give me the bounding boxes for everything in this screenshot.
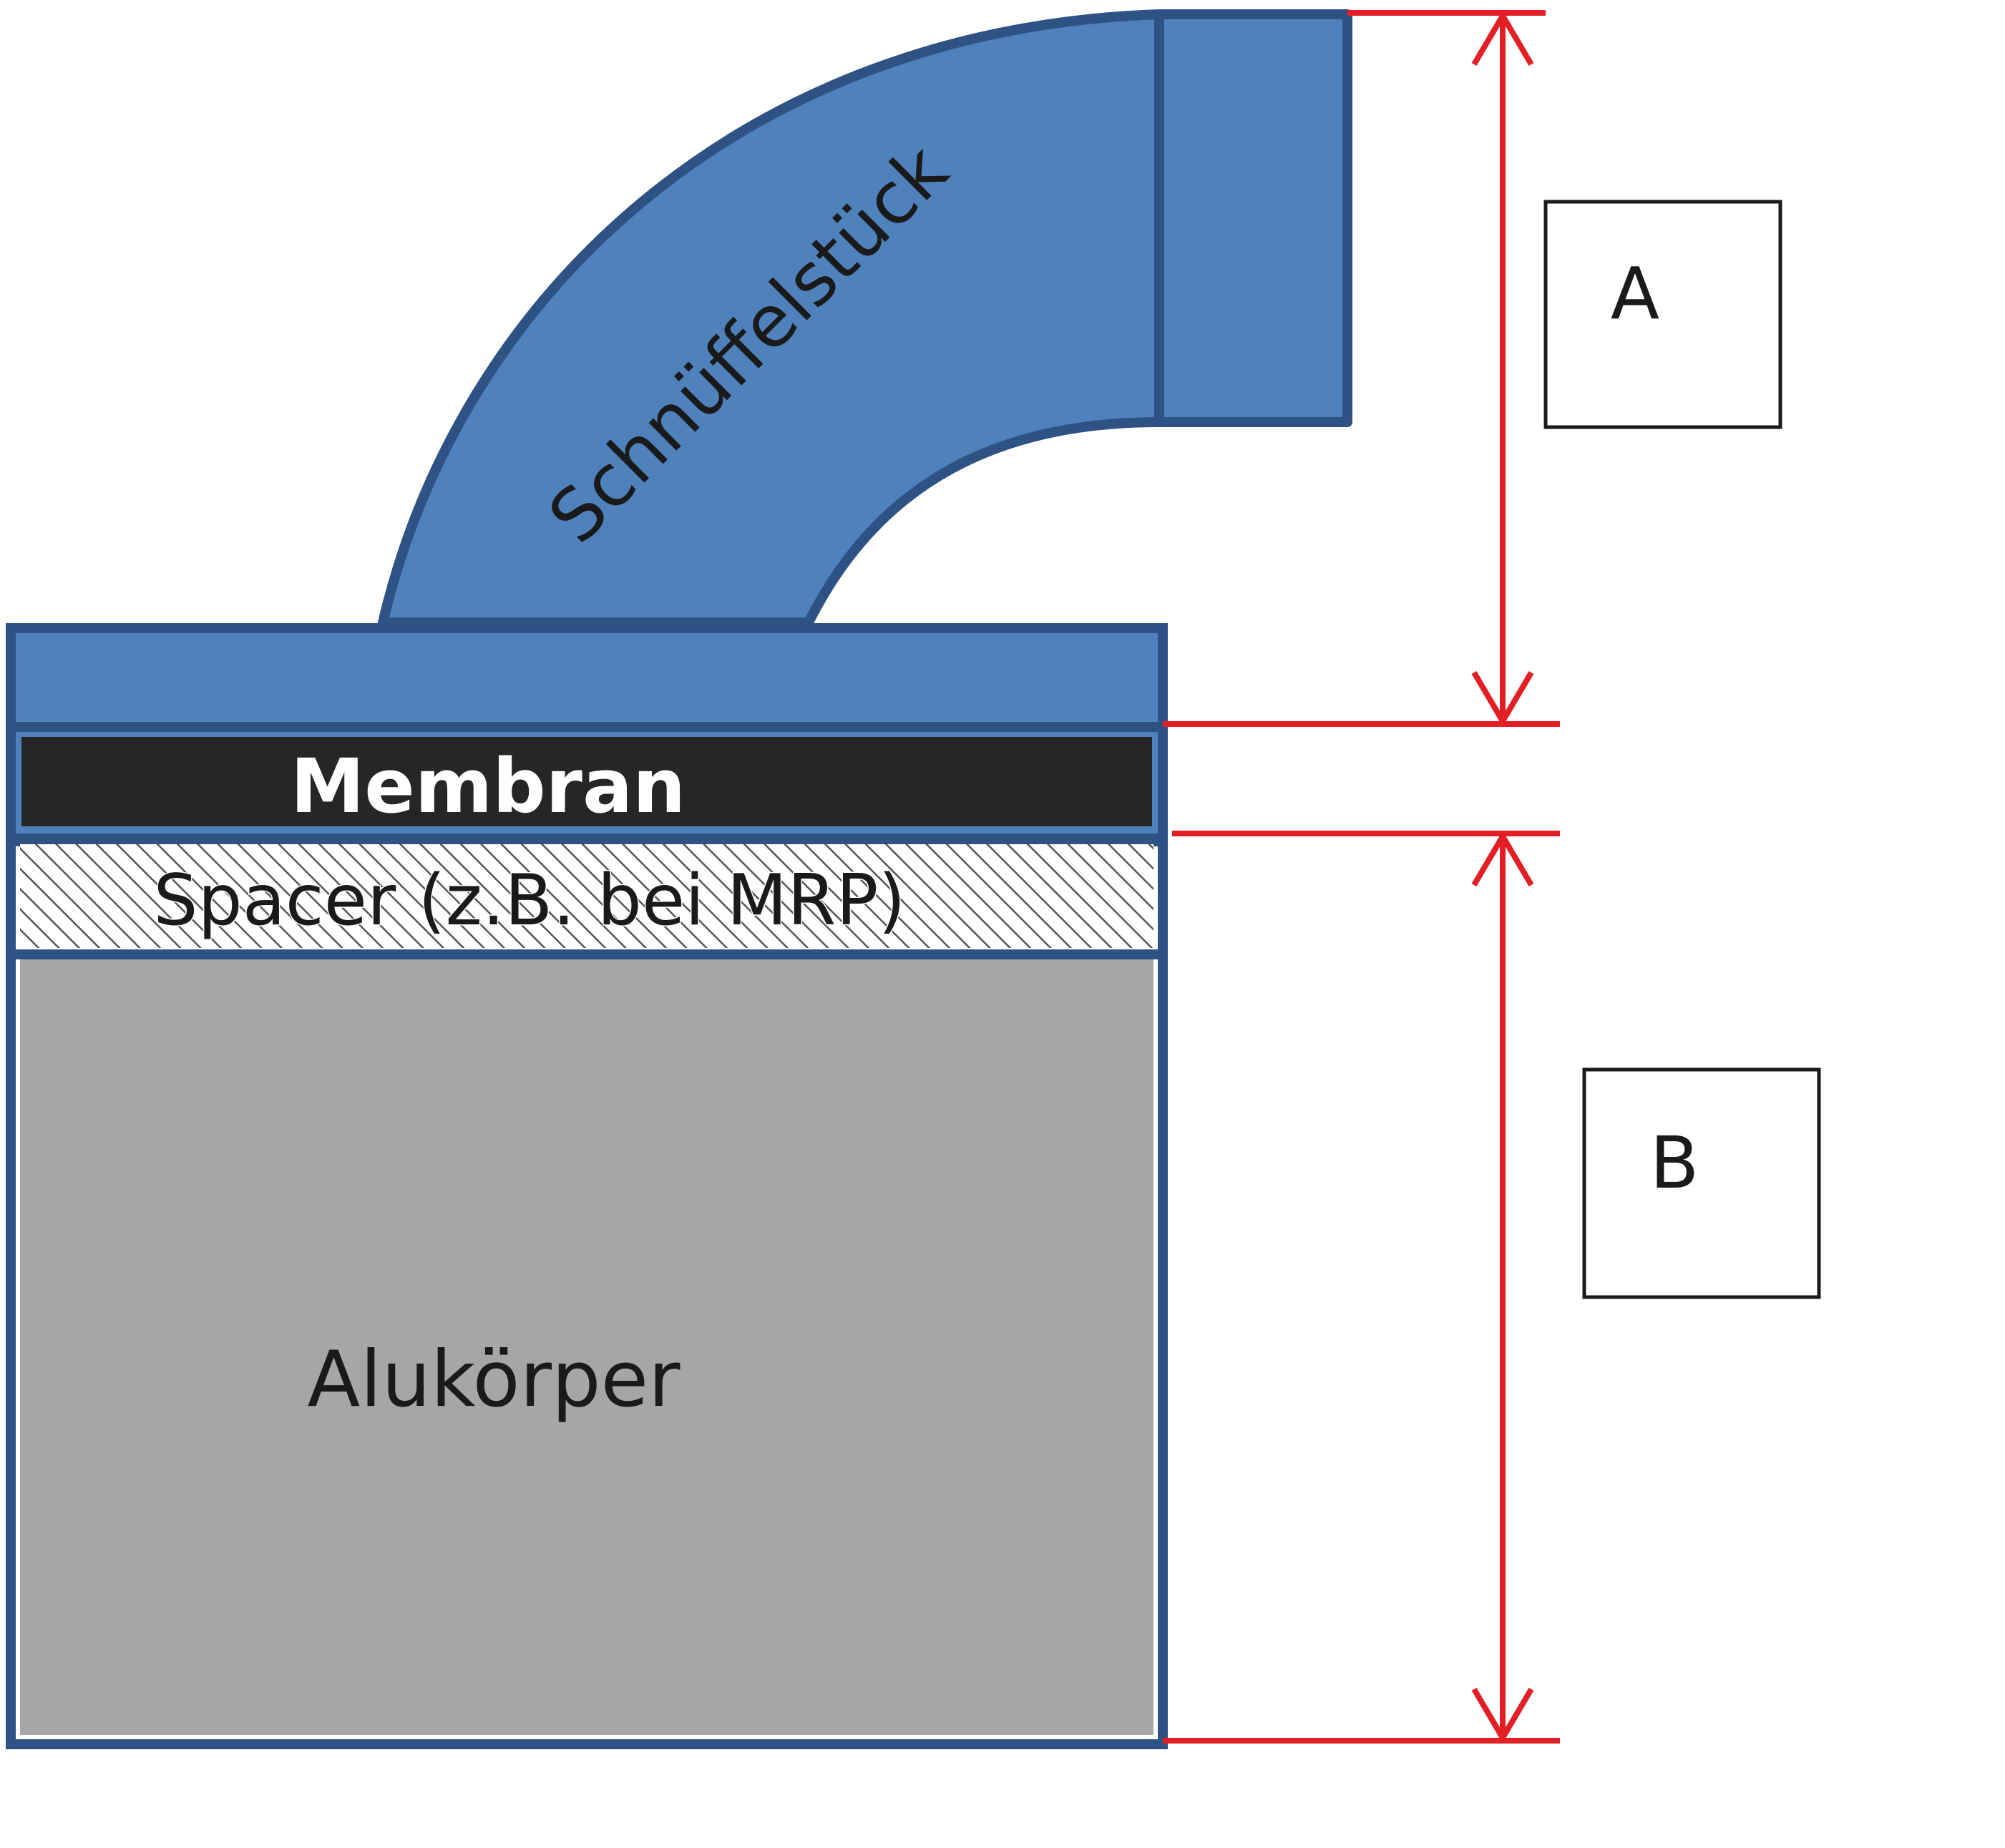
dimension-a-label-box bbox=[1543, 200, 1782, 429]
aluminium-body-fill bbox=[20, 959, 1153, 1735]
sniffer-pipe: Schnüffelstück bbox=[378, 9, 1352, 627]
aluminium-body: Alukörper bbox=[20, 959, 1153, 1735]
membrane-label: Membran bbox=[291, 743, 686, 830]
dimension-a: A bbox=[1163, 10, 1782, 727]
spacer-label: Spacer (z.B. bei MRP) bbox=[153, 860, 905, 942]
dimension-b-label-box bbox=[1582, 1067, 1821, 1299]
spacer-fill bbox=[20, 844, 1153, 948]
dimension-a-top-arrowhead bbox=[1471, 10, 1534, 67]
sniffer-pipe-elbow bbox=[378, 9, 1164, 627]
dimension-b: B bbox=[1163, 831, 1821, 1744]
stack-frame bbox=[6, 623, 1168, 1749]
aluminium-body-label: Alukörper bbox=[308, 1335, 681, 1424]
dimension-b-top-arrowhead bbox=[1471, 831, 1534, 887]
dimension-b-bottom-arrowhead bbox=[1471, 1687, 1534, 1744]
spacer-layer: Spacer (z.B. bei MRP) bbox=[20, 844, 1153, 948]
dimension-b-label: B bbox=[1650, 1121, 1699, 1205]
cover-plate bbox=[6, 623, 1168, 732]
membrane-fill bbox=[21, 737, 1152, 826]
membrane-layer: Membran bbox=[6, 722, 1168, 846]
dimension-a-label: A bbox=[1611, 252, 1659, 336]
dimension-a-bottom-arrowhead bbox=[1471, 670, 1534, 727]
sniffer-pipe-outlet bbox=[1154, 9, 1352, 427]
